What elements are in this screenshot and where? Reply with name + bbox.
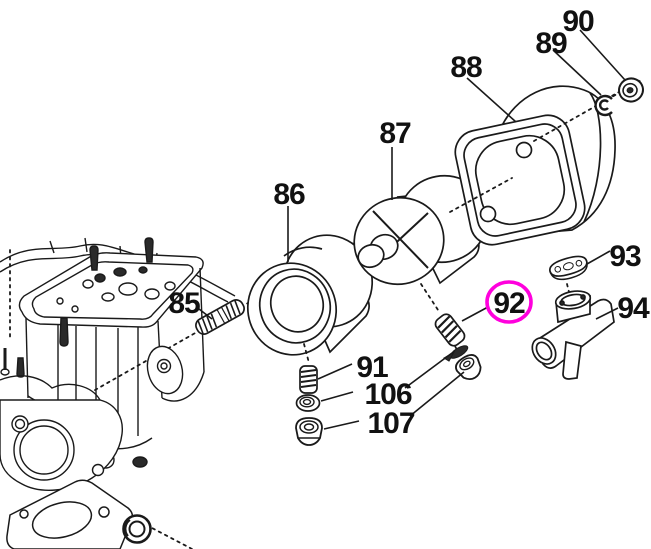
part-86-sleeve	[246, 234, 374, 356]
highlighted-callout-92[interactable]: 92	[485, 280, 533, 324]
part-92-spring	[434, 313, 466, 347]
part-89-lock-washer	[594, 94, 613, 117]
label-94: 94	[617, 292, 650, 325]
part-85-stud	[195, 299, 245, 335]
label-92[interactable]: 92	[493, 287, 526, 320]
base-gasket	[6, 479, 134, 549]
part-106-washer	[295, 394, 321, 412]
drain-plug-grommet	[122, 514, 152, 544]
label-93: 93	[609, 240, 641, 273]
label-107: 107	[367, 407, 414, 440]
part-88-air-horn	[454, 85, 616, 246]
part-labels: 85 86 87 88 89 90 91 93 94 106 107	[168, 5, 651, 440]
label-85: 85	[168, 287, 200, 320]
label-86: 86	[273, 178, 305, 211]
leader-lines	[198, 29, 626, 430]
part-94-t-pipe	[531, 290, 615, 380]
label-89: 89	[535, 27, 567, 60]
label-88: 88	[450, 51, 482, 84]
part-90-nut	[618, 77, 644, 103]
label-87: 87	[379, 117, 411, 150]
part-93-gasket	[549, 255, 588, 281]
part-107-cap-nut	[295, 417, 323, 446]
part-91-spring	[299, 365, 318, 394]
assembly-axis-dashed-line	[94, 79, 641, 391]
highlight-circle	[485, 280, 533, 324]
label-90: 90	[562, 5, 594, 38]
label-91: 91	[356, 351, 388, 384]
label-106: 106	[364, 378, 411, 411]
axis-dashes-through-horn	[449, 80, 641, 213]
carburetor-body	[0, 237, 236, 491]
